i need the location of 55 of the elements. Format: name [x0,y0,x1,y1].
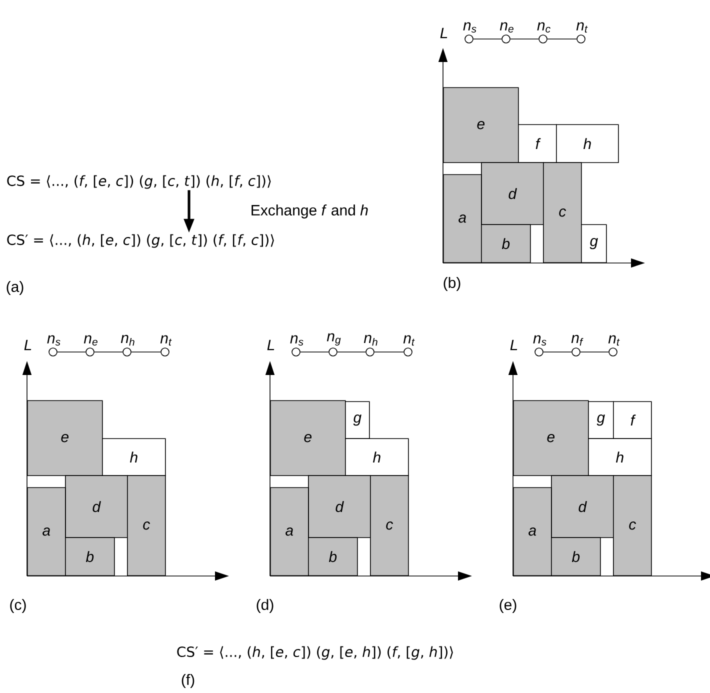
block-box: b [65,537,115,576]
chain-link [547,38,577,40]
block-box: a [443,174,482,263]
panel-label: (d) [256,599,274,613]
block-box: e [27,400,103,476]
node-label: n$_{h}$ [364,334,378,346]
block-box: g [588,401,614,439]
node-label: n$_{t}$ [576,22,588,33]
node-label: n$_{h}$ [120,334,134,346]
axis-label: L [510,340,518,350]
block-box: f [613,401,652,439]
block-box: e [513,400,589,476]
node-label: n$_{t}$ [608,335,620,346]
node-label: n$_{t}$ [403,335,415,346]
block-box: a [27,487,66,576]
block-box: c [613,475,652,576]
node-label: n$_{s}$ [463,22,476,33]
block-box: c [543,162,582,263]
panel-label: (f) [182,674,194,688]
axis-label: L [267,340,274,350]
edge-label: Exchange f and h [252,204,368,218]
node-label: n$_{g}$ [326,333,341,346]
block-box: b [551,537,601,576]
node-label: n$_{s}$ [47,335,60,346]
block-box: a [270,487,309,576]
axis-label: L [24,340,32,350]
block-box: e [443,87,519,163]
node-label: n$_{s}$ [290,335,304,346]
node-label: n$_{t}$ [160,335,172,346]
block-box: b [481,224,531,263]
panel-label: (a) [6,281,24,295]
block-box: c [370,475,409,576]
axis-label: L [440,28,448,38]
sequence-formula: CS′ = ⟨..., (h, [e, c]) (g, [c, t]) (f, [f, c])⟩ [7,234,274,248]
panel-label: (c) [10,599,26,613]
node-label: n$_{s}$ [533,335,546,346]
block-box: f [518,124,557,163]
panel-label: (e) [500,599,516,613]
block-box: g [345,401,370,439]
sequence-formula: CS′ = ⟨..., (h, [e, c]) (g, [e, h]) (f, [g, h])⟩ [177,646,453,660]
block-box: c [127,475,166,576]
chain-link [473,38,502,40]
block-box: a [513,487,552,576]
node-label: n$_{c}$ [537,22,550,33]
sequence-formula: CS = ⟨..., (f, [e, c]) (g, [c, t]) (h, [f, c])⟩ [7,175,271,189]
chain-link [510,38,539,40]
block-box: h [102,438,166,476]
node-label: n$_{e}$ [500,22,514,33]
node-label: n$_{e}$ [84,335,98,346]
block-box: e [270,400,346,476]
block-box: h [556,124,619,163]
block-box: b [308,537,358,576]
panel-label: (b) [444,277,460,291]
block-box: g [581,224,607,263]
node-label: n$_{f}$ [571,334,584,346]
